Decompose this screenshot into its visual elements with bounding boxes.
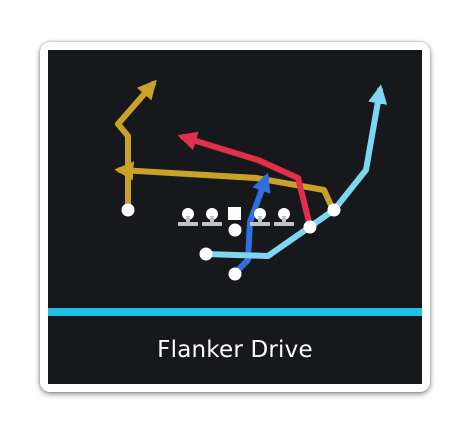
lineman-2 [202,208,222,226]
play-card[interactable]: Flanker Drive [40,42,430,392]
route-gold-vertical [115,79,157,211]
lineman-3 [250,208,270,226]
route-gold-crossing [114,161,337,215]
accent-bar [48,308,422,316]
player-running-back [199,247,213,261]
player-tight-end [303,220,317,234]
play-diagram [114,79,388,281]
player-fullback [228,267,242,281]
lineman-4 [274,208,294,226]
player-right-receiver [327,203,341,217]
play-title: Flanker Drive [157,337,313,363]
player-quarterback [228,223,242,237]
play-card-body[interactable]: Flanker Drive [48,50,422,384]
player-left-receiver [121,203,135,217]
center-square [228,207,241,220]
route-blue [231,172,271,277]
lineman-1 [178,208,198,226]
route-red [177,131,313,229]
